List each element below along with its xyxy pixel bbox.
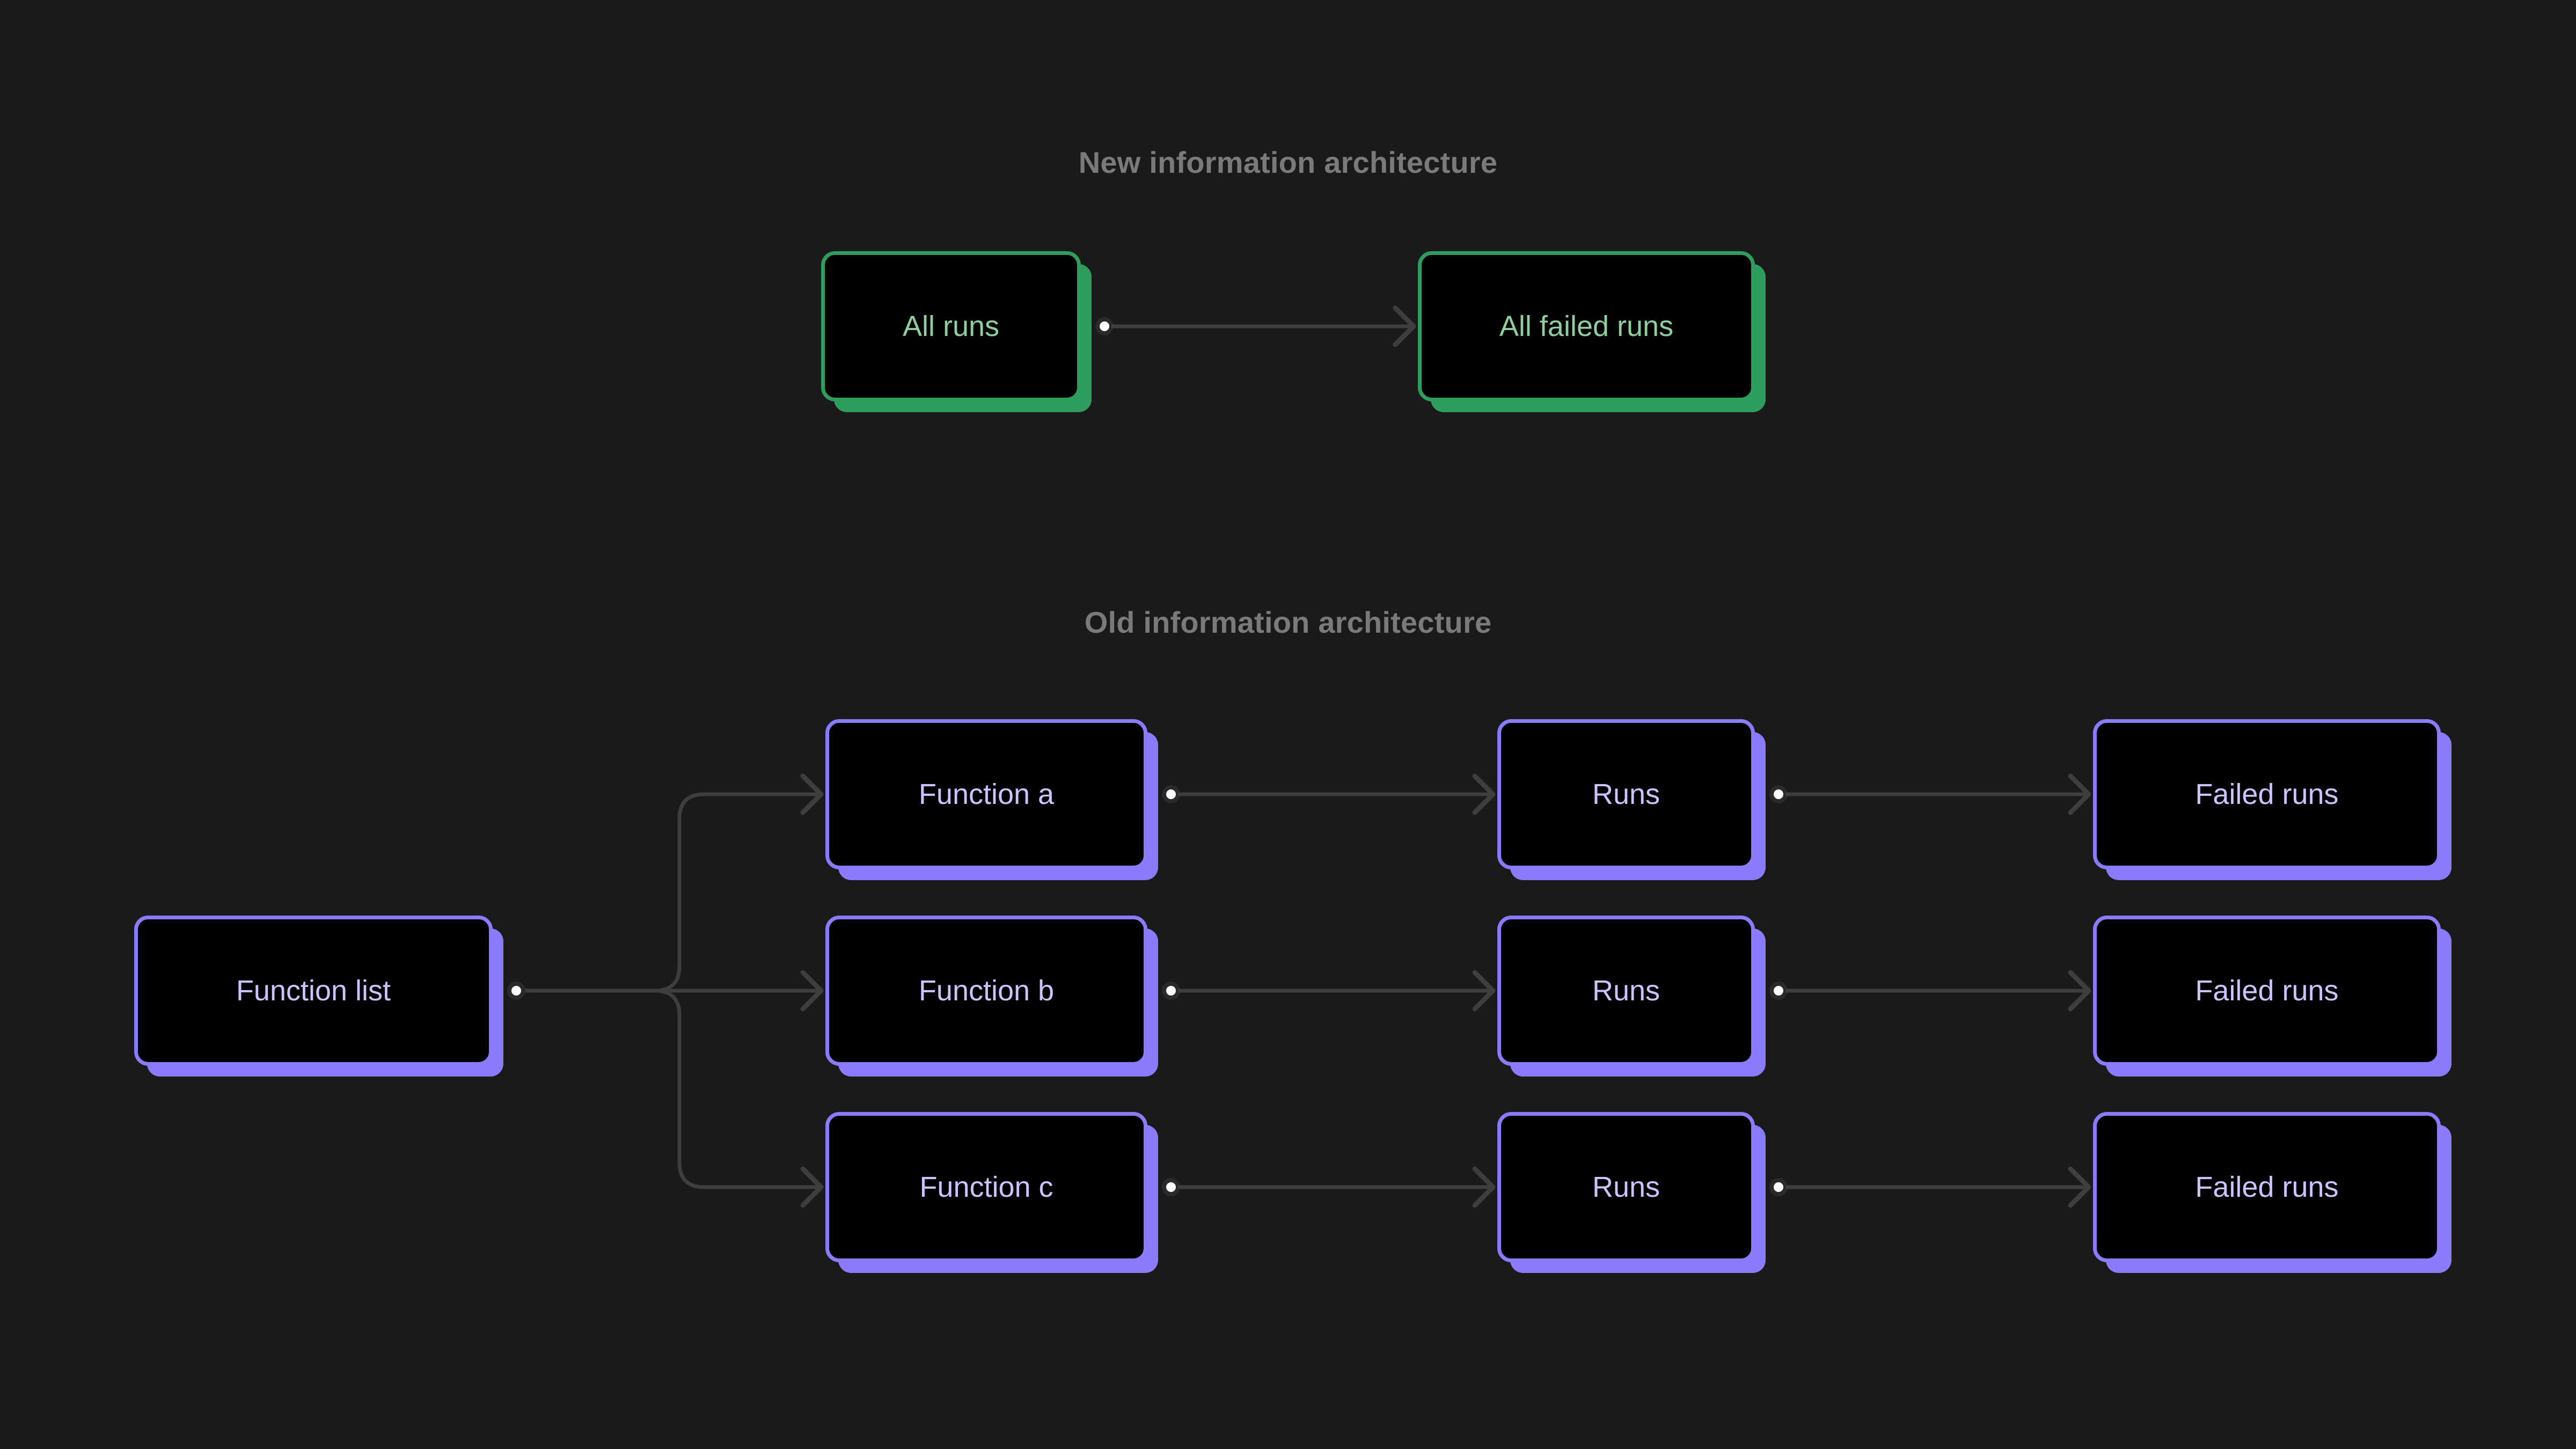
- connector-start-dot: [1166, 789, 1176, 799]
- connector-arrow-head: [2068, 970, 2091, 1012]
- node-label: Runs: [1592, 1171, 1660, 1203]
- node-label: Runs: [1592, 975, 1660, 1007]
- connector-arrow-head: [800, 1166, 824, 1208]
- node-label: All failed runs: [1499, 310, 1674, 342]
- node-label: Runs: [1592, 778, 1660, 810]
- connector-start-dot-ring: [507, 982, 525, 1000]
- section-title-new-architecture: New information architecture: [1078, 145, 1498, 179]
- node-label: Function a: [918, 778, 1055, 810]
- connector-start-dot-ring: [1162, 982, 1180, 1000]
- section-title-old-architecture: Old information architecture: [1084, 605, 1492, 639]
- connector-start-dot: [1166, 1182, 1176, 1192]
- connector-start-dot-ring: [1162, 785, 1180, 803]
- node-label: Function c: [919, 1171, 1053, 1203]
- node-all-runs[interactable]: All runs: [821, 251, 1081, 401]
- node-label: Failed runs: [2195, 778, 2339, 810]
- node-runs-b[interactable]: Runs: [1497, 916, 1755, 1066]
- node-label: Function list: [236, 975, 391, 1007]
- connector-start-dot: [511, 986, 521, 996]
- connector-arrow-head: [2068, 773, 2091, 815]
- connector-branch-line: [591, 989, 821, 1189]
- connector-start-dot-ring: [1769, 1178, 1788, 1196]
- connector-branch-line: [591, 792, 821, 993]
- node-function-list[interactable]: Function list: [134, 916, 493, 1066]
- node-runs-c[interactable]: Runs: [1497, 1112, 1755, 1262]
- connector-start-dot: [1774, 1182, 1783, 1192]
- connector-arrow-head: [1472, 1166, 1496, 1208]
- connector-start-dot: [1166, 986, 1176, 996]
- node-label: All runs: [902, 310, 1000, 342]
- connector-arrow-head: [1472, 773, 1496, 815]
- connector-arrow-head: [2068, 1166, 2091, 1208]
- node-label: Failed runs: [2195, 975, 2339, 1007]
- node-failed-runs-c[interactable]: Failed runs: [2093, 1112, 2441, 1262]
- connector-start-dot-ring: [1769, 785, 1788, 803]
- node-function-a[interactable]: Function a: [825, 719, 1147, 869]
- connector-arrow-head: [800, 773, 824, 815]
- connector-arrow-head: [1472, 970, 1496, 1012]
- node-function-c[interactable]: Function c: [825, 1112, 1147, 1262]
- node-failed-runs-a[interactable]: Failed runs: [2093, 719, 2441, 869]
- node-function-b[interactable]: Function b: [825, 916, 1147, 1066]
- connector-arrow-head: [1393, 305, 1416, 347]
- connector-arrow-head: [800, 970, 824, 1012]
- node-failed-runs-b[interactable]: Failed runs: [2093, 916, 2441, 1066]
- connector-start-dot-ring: [507, 982, 525, 1000]
- node-runs-a[interactable]: Runs: [1497, 719, 1755, 869]
- connector-start-dot: [1100, 321, 1109, 331]
- node-label: Function b: [918, 975, 1055, 1007]
- connector-start-dot-ring: [1769, 982, 1788, 1000]
- node-label: Failed runs: [2195, 1171, 2339, 1203]
- connector-start-dot: [1774, 986, 1783, 996]
- connector-start-dot-ring: [1162, 1178, 1180, 1196]
- connector-start-dot-ring: [1095, 317, 1114, 335]
- node-all-failed-runs[interactable]: All failed runs: [1418, 251, 1755, 401]
- connector-start-dot: [1774, 789, 1783, 799]
- connector-start-dot: [511, 986, 521, 996]
